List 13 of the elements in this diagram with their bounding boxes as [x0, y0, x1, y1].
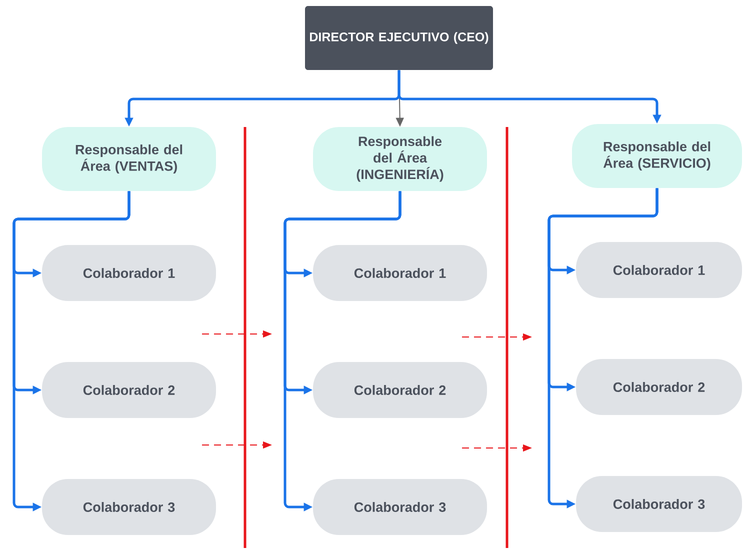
- collaborator-box: Colaborador 2: [42, 362, 216, 418]
- collaborator-box: Colaborador 2: [313, 362, 487, 418]
- collaborator-box: Colaborador 1: [576, 242, 742, 298]
- area-box: Responsable del Área (SERVICIO): [572, 124, 742, 188]
- collaborator-box: Colaborador 1: [42, 245, 216, 301]
- area-box: Responsable del Área (VENTAS): [42, 127, 216, 191]
- collaborator-box: Colaborador 2: [576, 359, 742, 415]
- collaborator-box: Colaborador 3: [42, 479, 216, 535]
- collaborator-box: Colaborador 3: [576, 476, 742, 532]
- area-box: Responsable del Área (INGENIERÍA): [313, 127, 487, 191]
- collaborator-box: Colaborador 1: [313, 245, 487, 301]
- collaborator-box: Colaborador 3: [313, 479, 487, 535]
- ceo-box: DIRECTOR EJECUTIVO (CEO): [305, 6, 493, 70]
